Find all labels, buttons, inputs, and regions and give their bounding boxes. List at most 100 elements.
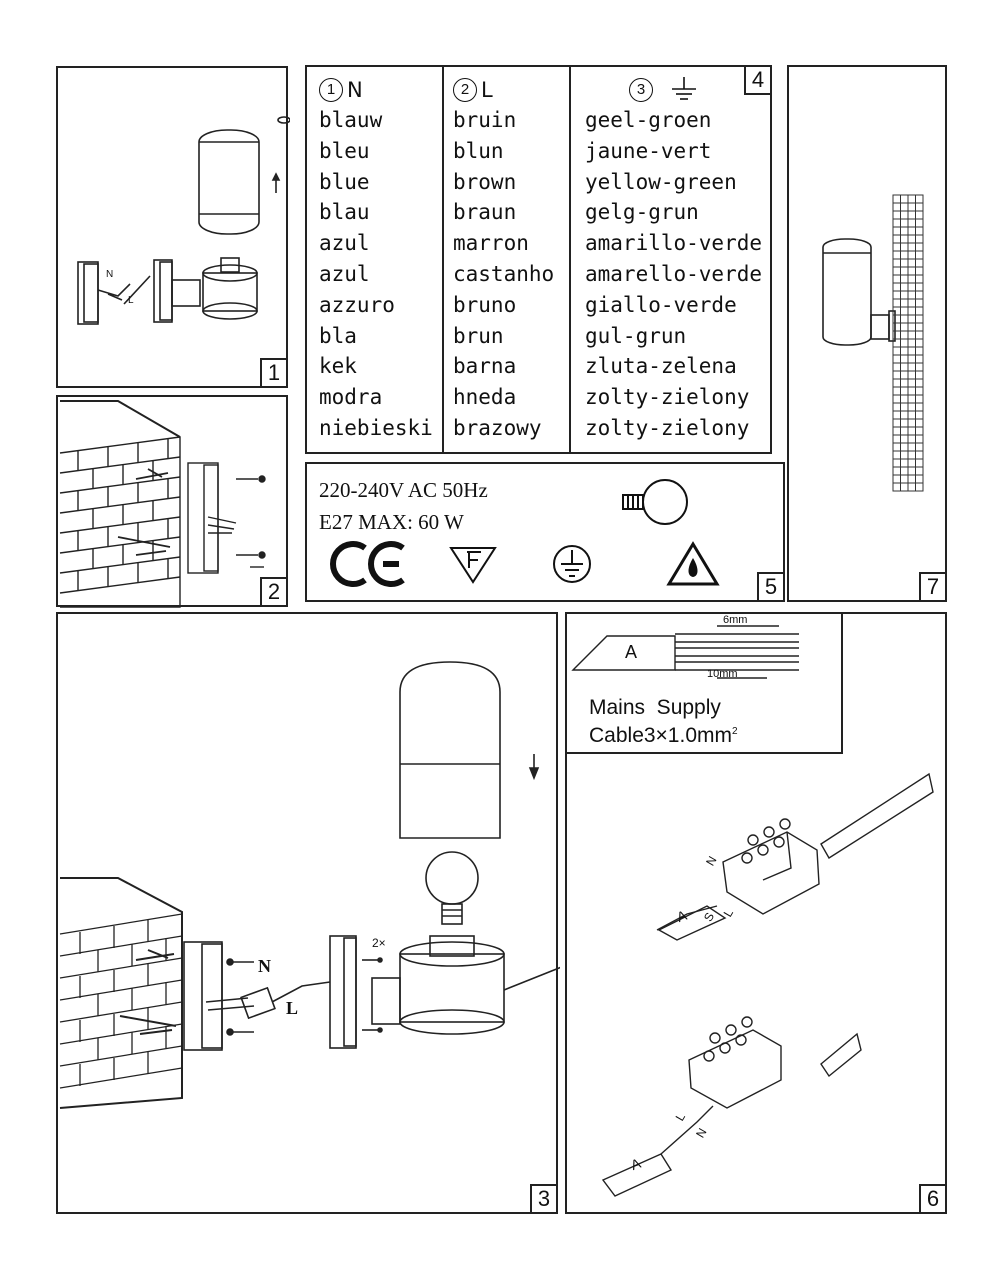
- panel-6: 6mm 10mm A Mains Supply Cable3×1.0mm2 N …: [565, 612, 947, 1214]
- panel-2: 2: [56, 395, 288, 608]
- colour-entry: yellow-green: [585, 169, 737, 194]
- panel-4-wire-colours: 1 N blauw bleu blue blau azul azul azzur…: [305, 65, 772, 454]
- brick-rows: [59, 436, 181, 594]
- lamp-shade: [198, 129, 260, 235]
- bracket: [329, 935, 357, 1049]
- mains-supply-label: Mains Supply: [589, 696, 721, 719]
- cable-spec-text: Cable3×1.0mm: [589, 724, 732, 747]
- panel-3: N L 2× 3: [56, 612, 560, 1214]
- colour-entry: barna: [453, 354, 517, 379]
- brick-wall: [59, 877, 183, 1109]
- ground-icon: [672, 77, 696, 100]
- wall-plate: [183, 941, 223, 1051]
- neutral-column: 1 N blauw bleu blue blau azul azul azzur…: [319, 75, 433, 444]
- colour-entry: zolty-zielony: [585, 385, 750, 410]
- colour-entry: giallo-verde: [585, 292, 737, 317]
- live-column: 2 L bruin blun brown braun marron castan…: [453, 75, 554, 444]
- panel-1-drawing: N L: [77, 116, 290, 325]
- panel-2-number: 2: [260, 577, 286, 605]
- colour-entry: amarillo-verde: [585, 231, 763, 256]
- column-label: N: [347, 77, 363, 102]
- panel-3-drawing: [59, 661, 560, 1109]
- screw-count-label: 2×: [372, 936, 386, 950]
- colour-entry: brown: [453, 169, 517, 194]
- column-number: 2: [453, 78, 477, 102]
- colour-entry: jaune-vert: [585, 138, 712, 163]
- cable-strip-drawing: [571, 625, 799, 679]
- colour-entry: niebieski: [319, 415, 433, 440]
- panel-5-number: 5: [757, 572, 783, 600]
- f-mark-icon: [449, 547, 497, 584]
- bulb: [425, 851, 479, 925]
- terminal-connection-drawing: [601, 772, 934, 1197]
- colour-entry: bruno: [453, 292, 517, 317]
- cable-1: [820, 772, 934, 859]
- colour-entry: azzuro: [319, 292, 395, 317]
- drop-icon: [688, 558, 698, 577]
- colour-entry: castanho: [453, 261, 555, 286]
- panel-6-number: 6: [919, 1184, 945, 1212]
- column-number: 3: [629, 78, 653, 102]
- panel-3-number: 3: [530, 1184, 556, 1212]
- colour-entry: gul-grun: [585, 323, 687, 348]
- panel-7-number: 7: [919, 572, 945, 600]
- colour-entry: modra: [319, 385, 383, 410]
- cable-spec-sup: 2: [732, 726, 738, 737]
- voltage-text: 220-240V AC 50Hz: [319, 478, 488, 502]
- column-number: 1: [319, 78, 343, 102]
- colour-entry: brazowy: [453, 415, 542, 440]
- drop-warning-icon: [666, 541, 720, 586]
- rotate-arrow: [277, 116, 290, 124]
- panel-1-number: 1: [260, 358, 286, 386]
- panel-5-symbols: [330, 479, 720, 587]
- panel-1: N L 1: [56, 66, 290, 388]
- cable-jacket: [571, 635, 676, 671]
- n-label: N: [106, 269, 113, 280]
- ground-circle-icon: [553, 545, 591, 583]
- colour-entry: hneda: [453, 385, 517, 410]
- colour-entry: azul: [319, 231, 370, 256]
- colour-entry: braun: [453, 200, 517, 225]
- colour-entry: blue: [319, 169, 370, 194]
- wall-grid: [892, 194, 924, 492]
- colour-entry: bleu: [319, 138, 370, 163]
- colour-entry: bruin: [453, 108, 517, 132]
- colour-entry: zolty-zielony: [585, 415, 750, 440]
- colour-entry: geel-groen: [585, 108, 712, 132]
- panel-4-number: 4: [744, 67, 770, 95]
- ce-mark-icon: [330, 541, 405, 587]
- l-label: L: [128, 295, 134, 306]
- supply-cable-inset: 6mm 10mm A Mains Supply Cable3×1.0mm2: [565, 612, 843, 754]
- colour-entry: blun: [453, 138, 504, 163]
- colour-entry: blauw: [319, 108, 383, 132]
- cable-letter: A: [625, 642, 638, 662]
- colour-entry: kek: [319, 354, 357, 379]
- colour-entry: zluta-zelena: [585, 354, 737, 379]
- neutral-label: N: [258, 956, 271, 976]
- terminal-block-2: [688, 1029, 782, 1109]
- terminal-block-1: [722, 831, 820, 915]
- colour-entry: amarello-verde: [585, 261, 763, 286]
- panel-7-drawing: [822, 194, 924, 492]
- panel-2-drawing: [59, 400, 266, 608]
- colour-entry: bla: [319, 323, 357, 348]
- colour-entry: blau: [319, 200, 370, 225]
- colour-entry: gelg-grun: [585, 200, 699, 225]
- max-wattage-text: E27 MAX: 60 W: [319, 510, 464, 534]
- strip-length-bottom: 10mm: [707, 668, 738, 680]
- column-label: L: [481, 77, 493, 102]
- live-label: L: [286, 998, 299, 1018]
- cable-2: [820, 1032, 862, 1078]
- panel-5-specs: 220-240V AC 50Hz E27 MAX: 60 W: [305, 462, 785, 602]
- colour-entry: brun: [453, 323, 504, 348]
- earth-column: 3 geel-groen jaune-vert yellow-green gel…: [585, 75, 762, 444]
- colour-entry: marron: [453, 231, 529, 256]
- mounted-lamp: [822, 238, 872, 346]
- panel-7: 7: [787, 65, 947, 602]
- terminal-block: [240, 986, 276, 1020]
- lamp-shade: [399, 661, 501, 839]
- bulb-icon: [622, 479, 688, 525]
- strip-length-top: 6mm: [723, 614, 748, 626]
- colour-entry: azul: [319, 261, 370, 286]
- cable-spec-label: Cable3×1.0mm2: [589, 724, 738, 748]
